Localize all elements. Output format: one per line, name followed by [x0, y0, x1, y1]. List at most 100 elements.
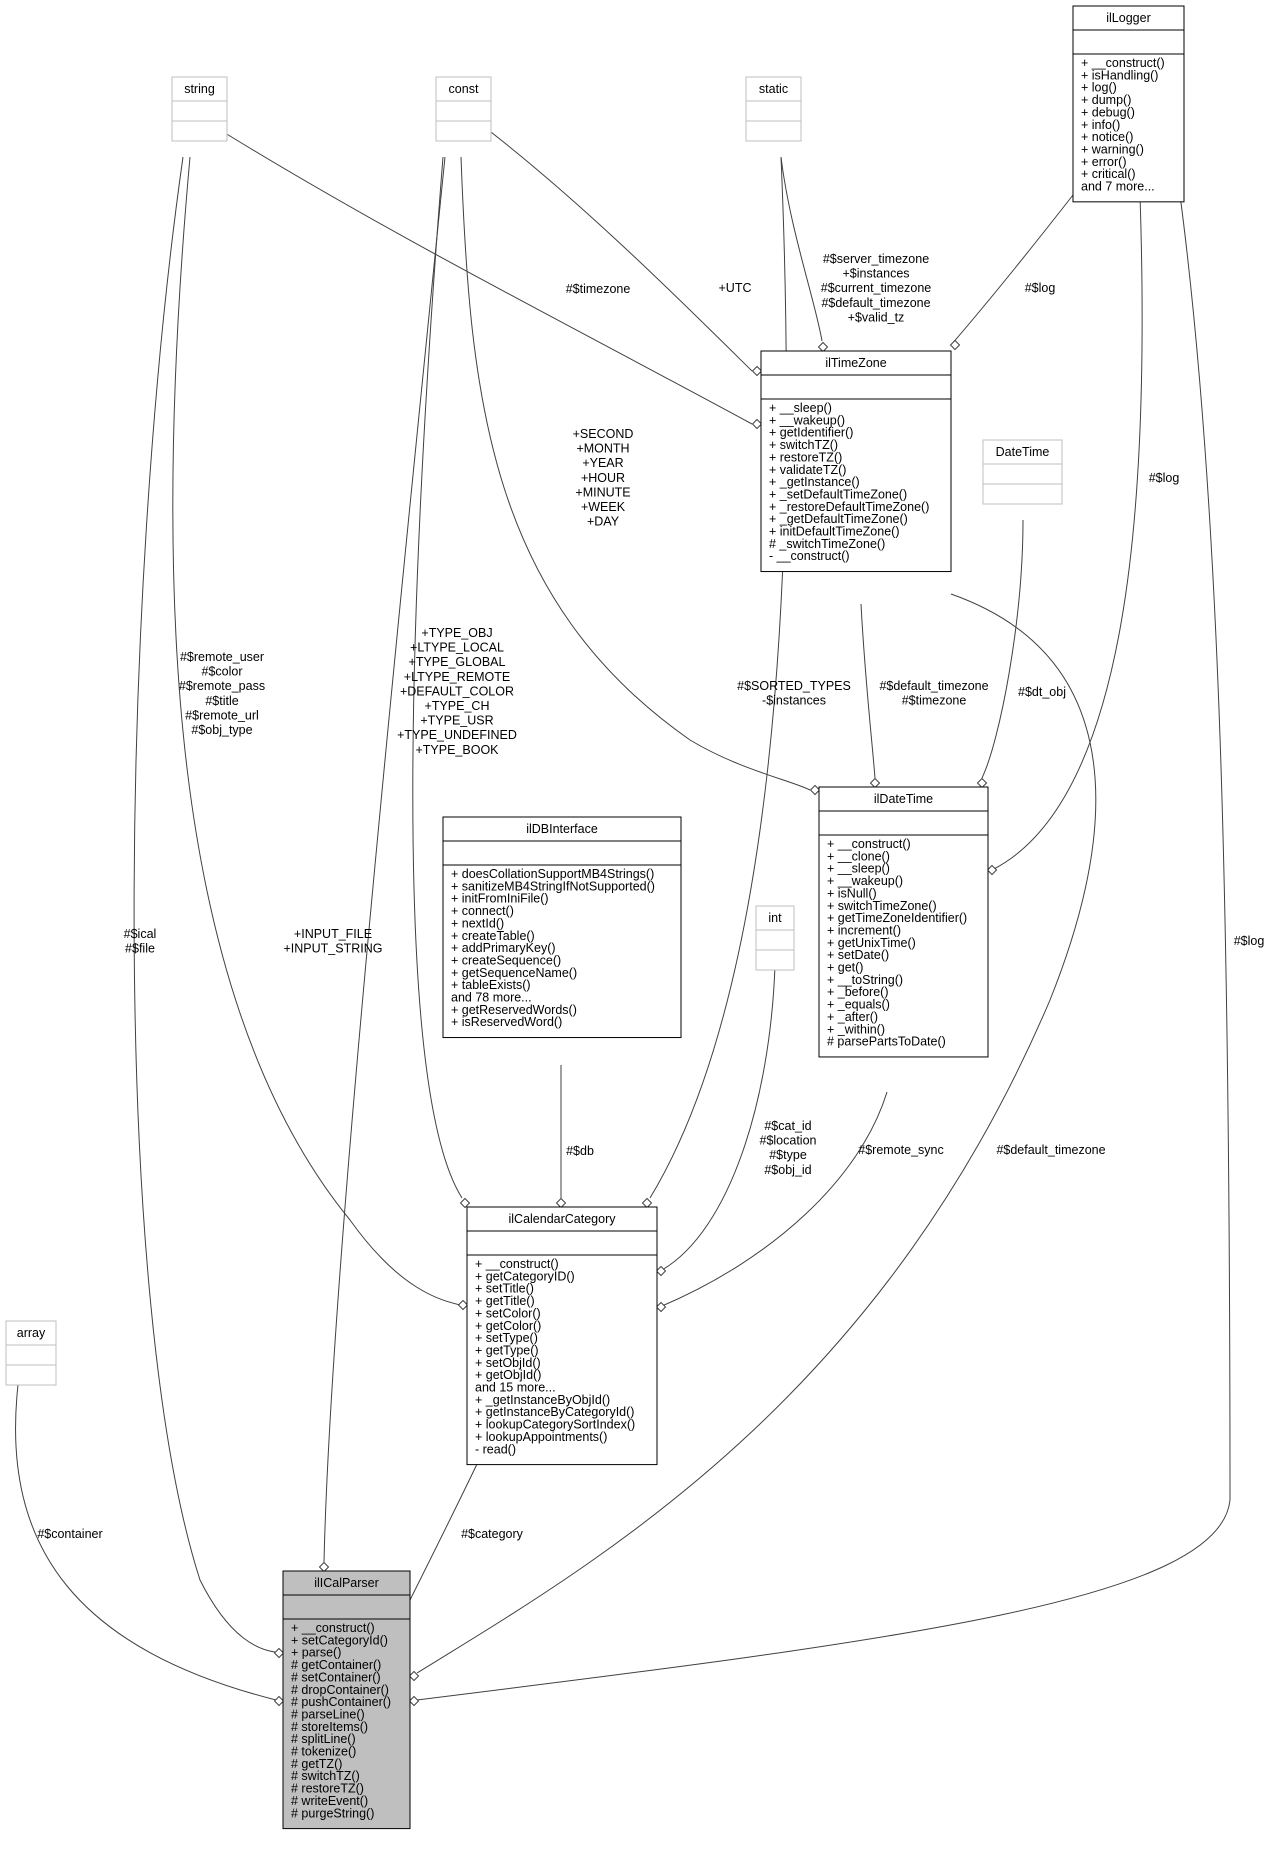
- edge-label-line: +MINUTE: [575, 485, 630, 499]
- class-member: # dropContainer(): [291, 1683, 389, 1697]
- class-member: + setType(): [475, 1331, 538, 1345]
- class-member: + doesCollationSupportMB4Strings(): [451, 867, 654, 881]
- class-member: + getColor(): [475, 1319, 541, 1333]
- edge-label-line: #$default_timezone: [879, 679, 988, 693]
- edge-label-line: #$server_timezone: [823, 252, 929, 266]
- class-node-string: string: [171, 76, 228, 142]
- class-member: + nextId(): [451, 916, 504, 930]
- edge-label-line: #$log: [1025, 281, 1056, 295]
- class-box: [745, 76, 802, 142]
- class-node-il-ical-parser: ilICalParser+ __construct()+ setCategory…: [282, 1570, 411, 1830]
- class-member: + setDate(): [827, 948, 889, 962]
- diagram-edge-labels: #$timezone +UTC #$server_timezone+$instanc…: [37, 252, 1264, 1541]
- edge-label-const-tz: +UTC: [719, 281, 752, 295]
- class-member: # purgeString(): [291, 1806, 374, 1820]
- edge-static-cat: [649, 156, 787, 1199]
- edge-const-parser: [323, 156, 446, 1563]
- class-title: ilDateTime: [874, 792, 933, 806]
- edge-string-tz: [224, 132, 753, 425]
- edge-label-line: #$default_timezone: [996, 1143, 1105, 1157]
- class-member: # parseLine(): [291, 1707, 365, 1721]
- edge-label-line: #$remote_url: [185, 708, 259, 722]
- class-box: [442, 816, 682, 1039]
- edge-label-line: -$instances: [762, 694, 826, 708]
- edge-label-string-tz: #$timezone: [566, 282, 631, 296]
- edge-label-line: +DAY: [587, 515, 620, 529]
- class-box: [1072, 5, 1185, 203]
- class-member: + initFromIniFile(): [451, 892, 549, 906]
- class-member: + __construct(): [475, 1257, 559, 1271]
- class-member: + validateTZ(): [769, 463, 846, 477]
- edge-datetime-dt: [981, 519, 1024, 779]
- edge-string-cat: [172, 156, 461, 1306]
- edge-label-line: +DEFAULT_COLOR: [400, 684, 514, 698]
- class-member: # getTZ(): [291, 1757, 342, 1771]
- edge-label-line: #$obj_id: [764, 1163, 811, 1177]
- class-member: + getReservedWords(): [451, 1003, 577, 1017]
- class-member: - read(): [475, 1442, 516, 1456]
- class-member: + __toString(): [827, 973, 903, 987]
- class-member: + getInstanceByCategoryId(): [475, 1405, 634, 1419]
- class-member: + lookupCategorySortIndex(): [475, 1418, 635, 1432]
- class-member: + dump(): [1081, 93, 1131, 107]
- class-node-il-logger: ilLogger+ __construct()+ isHandling()+ l…: [1072, 5, 1185, 203]
- class-title: string: [184, 82, 215, 96]
- edge-label-tz-parser: #$default_timezone: [996, 1143, 1105, 1157]
- aggregation-diamond-icon: [641, 1197, 653, 1209]
- edge-label-string-parser: #$ical#$file: [124, 927, 157, 956]
- class-member: + _getDefaultTimeZone(): [769, 512, 908, 526]
- class-member: + info(): [1081, 118, 1120, 132]
- edge-label-line: #$default_timezone: [821, 296, 930, 310]
- edge-label-line: #$log: [1149, 471, 1180, 485]
- class-member: # writeEvent(): [291, 1794, 368, 1808]
- edge-label-logger-dt: #$log: [1149, 471, 1180, 485]
- class-member: # getContainer(): [291, 1658, 381, 1672]
- class-member: + switchTimeZone(): [827, 899, 937, 913]
- class-node-il-dbinterface: ilDBInterface + doesCollationSupportMB4St…: [442, 816, 682, 1039]
- class-box: [818, 786, 989, 1058]
- class-member: # switchTZ(): [291, 1769, 360, 1783]
- edge-label-line: #$log: [1234, 934, 1265, 948]
- aggregation-diamond-icon: [459, 1197, 471, 1209]
- class-member: + addPrimaryKey(): [451, 941, 556, 955]
- aggregation-diamond-icon: [869, 777, 881, 789]
- class-member: + getTitle(): [475, 1294, 535, 1308]
- class-member: + __construct(): [827, 837, 911, 851]
- edge-label-line: #$location: [760, 1134, 817, 1148]
- aggregation-diamond-icon: [751, 365, 763, 377]
- class-title: ilDBInterface: [526, 822, 598, 836]
- class-member: + getType(): [475, 1343, 539, 1357]
- class-box: [5, 1320, 57, 1386]
- class-member: + _before(): [827, 985, 889, 999]
- class-member: + __wakeup(): [769, 413, 845, 427]
- aggregation-diamond-icon: [408, 1670, 420, 1682]
- edge-label-line: #$remote_user: [180, 650, 264, 664]
- aggregation-diamond-icon: [817, 341, 829, 353]
- edge-label-line: #$obj_type: [191, 723, 252, 737]
- aggregation-diamond-icon: [751, 418, 763, 430]
- aggregation-diamond-icon: [457, 1299, 469, 1311]
- class-member: + getTimeZoneIdentifier(): [827, 911, 967, 925]
- class-box: [282, 1570, 411, 1830]
- class-title: ilTimeZone: [825, 356, 886, 370]
- class-member: + getUnixTime(): [827, 936, 916, 950]
- class-title: const: [449, 82, 479, 96]
- class-member: + __wakeup(): [827, 874, 903, 888]
- class-member: and 15 more...: [475, 1381, 556, 1395]
- edge-label-line: #$remote_pass: [179, 679, 265, 693]
- class-member: + __construct(): [1081, 56, 1165, 70]
- edge-label-line: +TYPE_USR: [420, 714, 493, 728]
- aggregation-diamond-icon: [655, 1265, 667, 1277]
- edge-label-line: #$remote_sync: [858, 1143, 943, 1157]
- aggregation-diamond-icon: [949, 339, 961, 351]
- class-member: + get(): [827, 961, 863, 975]
- class-member: + debug(): [1081, 105, 1135, 119]
- class-member: + _equals(): [827, 998, 890, 1012]
- diagram-edges: [15, 121, 1231, 1707]
- edge-label-line: #$dt_obj: [1018, 685, 1066, 699]
- class-member: + setCategoryId(): [291, 1633, 388, 1647]
- class-member: + switchTZ(): [769, 438, 838, 452]
- edge-label-static-tz: #$server_timezone+$instances#$current_ti…: [821, 252, 932, 324]
- class-node-il-calendar-category: ilCalendarCategory+ __construct()+ getCa…: [466, 1206, 658, 1466]
- class-box: [755, 905, 795, 971]
